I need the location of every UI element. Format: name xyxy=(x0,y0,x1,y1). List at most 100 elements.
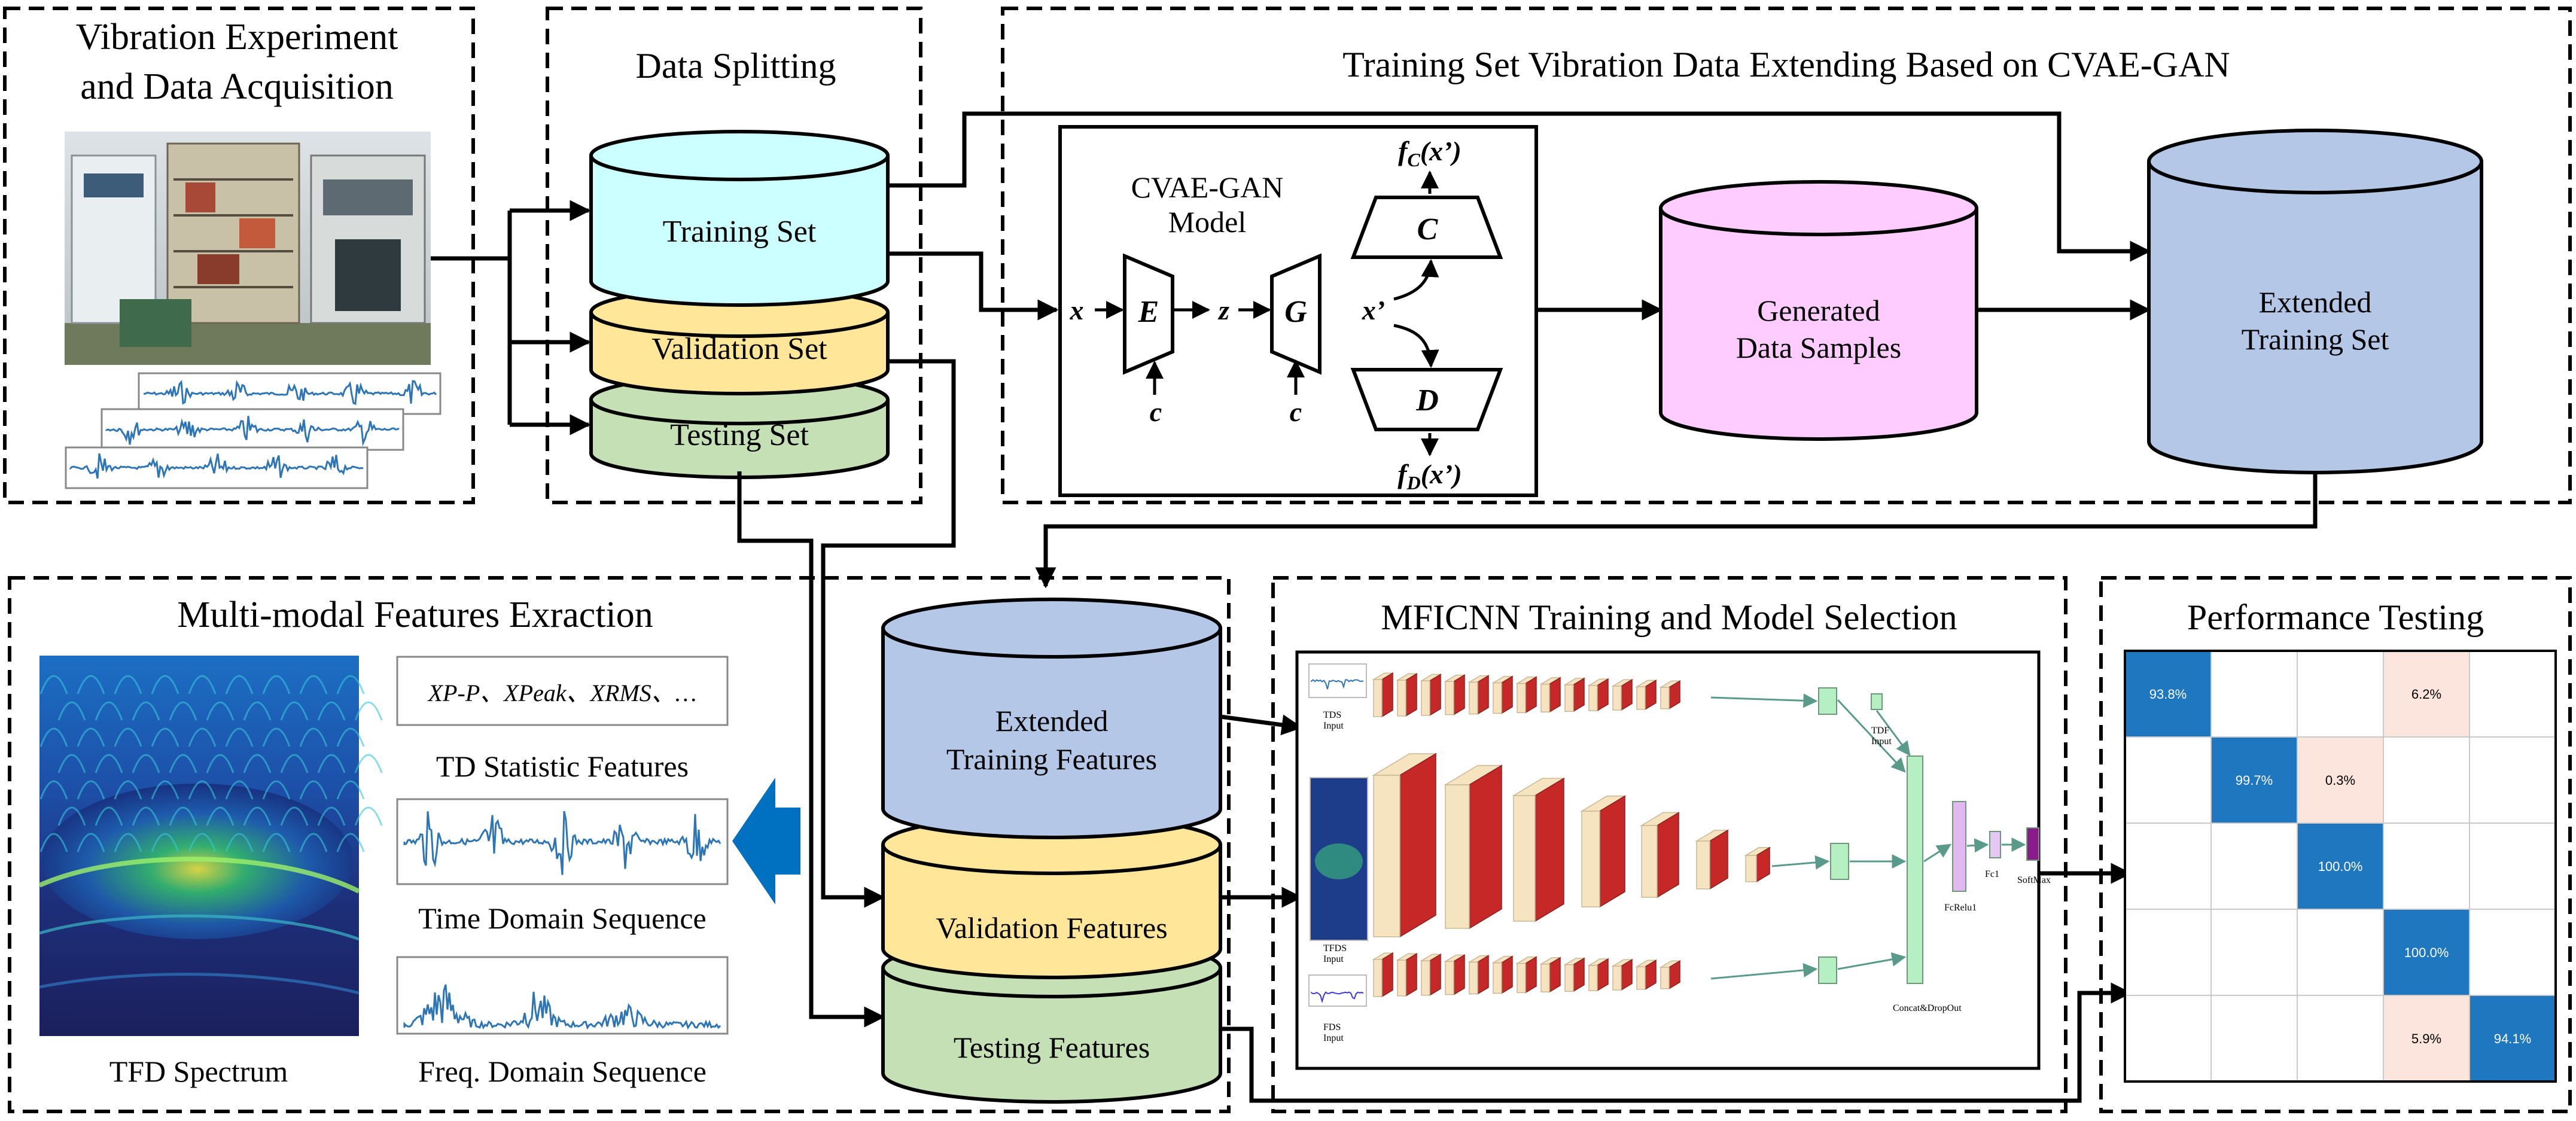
classifier-output-label: fC(x’) xyxy=(1398,136,1461,170)
tds-conv-block xyxy=(1611,678,1634,711)
generator-label: G xyxy=(1284,295,1307,329)
tdf-input-label: TDF xyxy=(1871,726,1889,736)
tds-conv-block xyxy=(1539,677,1562,713)
fds-input-label: FDS xyxy=(1323,1022,1341,1032)
matrix-cell xyxy=(2383,736,2470,824)
matrix-cell xyxy=(2383,823,2470,910)
dense-layer xyxy=(1818,687,1837,715)
extended-features-cylinder xyxy=(881,598,1222,839)
splitting-title-text: Data Splitting xyxy=(636,46,836,86)
training-title: MFICNN Training and Model Selection xyxy=(1381,598,1957,637)
concat-label: Concat&DropOut xyxy=(1893,1003,1962,1013)
splitting-panel xyxy=(546,7,922,504)
extended-features-line2: Training Features xyxy=(946,742,1157,776)
tds-conv-block xyxy=(1444,674,1466,716)
td-stats-formula: XP-P、XPeak、XRMS、… xyxy=(427,680,697,706)
discriminator-block xyxy=(1350,368,1503,431)
fds-input-label: Input xyxy=(1323,1033,1344,1043)
training-set-cylinder xyxy=(589,130,890,307)
validation-features-cylinder xyxy=(881,814,1222,979)
tfds-conv-block xyxy=(1372,753,1438,938)
matrix-cell xyxy=(2297,909,2384,996)
performance-panel xyxy=(2099,576,2572,1113)
softmax-label: SoftMax xyxy=(2017,875,2051,885)
matrix-cell-value: 0.3% xyxy=(2325,773,2355,788)
fds-conv-block xyxy=(1491,955,1514,994)
fc1-label: Fc1 xyxy=(1985,869,1999,879)
matrix-cell xyxy=(2297,995,2384,1082)
fds-conv-block xyxy=(1396,952,1418,997)
validation-features-label: Validation Features xyxy=(936,911,1167,945)
fds-conv-block xyxy=(1420,954,1442,997)
discriminator-label: D xyxy=(1415,383,1439,418)
condition-c-generator: c xyxy=(1290,397,1302,427)
matrix-cell-value: 6.2% xyxy=(2411,687,2441,702)
tfds-conv-block xyxy=(1512,777,1566,922)
tfds-input-label: TFDS xyxy=(1323,943,1347,954)
matrix-cell xyxy=(2124,736,2212,824)
features-title: Multi-modal Features Exraction xyxy=(177,595,653,635)
matrix-cell xyxy=(2469,823,2556,910)
input-x-label: x xyxy=(1070,295,1084,325)
tds-conv-block xyxy=(1587,678,1610,712)
tfds-input-label: Input xyxy=(1323,954,1344,964)
generated-line1: Generated xyxy=(1757,294,1880,327)
fds-conv-block xyxy=(1659,960,1682,990)
extended-set-line1: Extended xyxy=(2259,285,2372,319)
fds-conv-block xyxy=(1587,958,1610,992)
confusion-matrix: 93.8%6.2%99.7%0.3%100.0%100.0%5.9%94.1% xyxy=(2124,650,2557,1083)
tfds-conv-block xyxy=(1695,829,1729,890)
mficnn-architecture: TDSInputTFDSInputFDSInputTDFInputConcat&… xyxy=(1308,663,2051,1043)
latent-z-label: z xyxy=(1217,295,1229,325)
extraction-arrow xyxy=(732,778,800,904)
classifier-block xyxy=(1350,196,1503,259)
tds-conv-block xyxy=(1515,676,1538,714)
dense-layer xyxy=(1989,831,2001,858)
tds-conv-block xyxy=(1563,677,1586,712)
matrix-cell xyxy=(2210,995,2298,1082)
training-set-label: Training Set xyxy=(663,215,817,249)
matrix-cell xyxy=(2297,650,2384,738)
tfds-conv-block xyxy=(1444,764,1503,930)
matrix-cell xyxy=(2469,736,2556,824)
fds-conv-block xyxy=(1563,957,1586,992)
time-domain-label: Time Domain Sequence xyxy=(418,901,706,935)
dense-layer xyxy=(2026,827,2039,861)
matrix-cell-value: 99.7% xyxy=(2236,773,2273,788)
tfd-spectrum-label: TFD Spectrum xyxy=(109,1055,288,1088)
dense-layer xyxy=(1830,843,1849,880)
fds-conv-block xyxy=(1635,959,1658,991)
matrix-cell-value: 94.1% xyxy=(2494,1031,2531,1046)
tdf-input-label: Input xyxy=(1871,736,1892,747)
tfds-conv-block xyxy=(1640,812,1680,898)
tds-conv-block xyxy=(1659,680,1682,710)
features-panel xyxy=(8,576,1231,1113)
acquisition-title-line1: Vibration Experiment xyxy=(76,17,398,57)
output-xprime-label: x’ xyxy=(1362,295,1385,325)
tds-conv-block xyxy=(1396,672,1418,717)
lab-photo xyxy=(65,132,431,365)
matrix-cell xyxy=(2210,736,2298,824)
matrix-cell xyxy=(2210,909,2298,996)
matrix-cell xyxy=(2124,995,2212,1082)
encoder-label: E xyxy=(1138,295,1159,329)
tds-conv-block xyxy=(1467,675,1490,715)
dense-layer xyxy=(1952,801,1966,892)
td-stats-box xyxy=(396,656,729,726)
training-panel xyxy=(1271,576,2068,1113)
classifier-label: C xyxy=(1417,212,1439,246)
matrix-cell xyxy=(2124,823,2212,910)
freq-domain-label: Freq. Domain Sequence xyxy=(418,1055,707,1088)
dense-layer xyxy=(1871,693,1883,710)
testing-features-label: Testing Features xyxy=(954,1031,1150,1064)
validation-set-label: Validation Set xyxy=(651,332,827,366)
tds-input-label: Input xyxy=(1323,721,1344,731)
fds-conv-block xyxy=(1539,956,1562,993)
generated-samples-cylinder xyxy=(1659,180,1978,441)
acquisition-title-line2: and Data Acquisition xyxy=(80,66,393,107)
extended-training-set-cylinder xyxy=(2147,129,2483,474)
vibration-waveform-stack xyxy=(65,372,441,489)
performance-title: Performance Testing xyxy=(2187,598,2484,637)
matrix-cell-value: 93.8% xyxy=(2149,687,2187,702)
tfds-conv-block xyxy=(1744,846,1771,883)
